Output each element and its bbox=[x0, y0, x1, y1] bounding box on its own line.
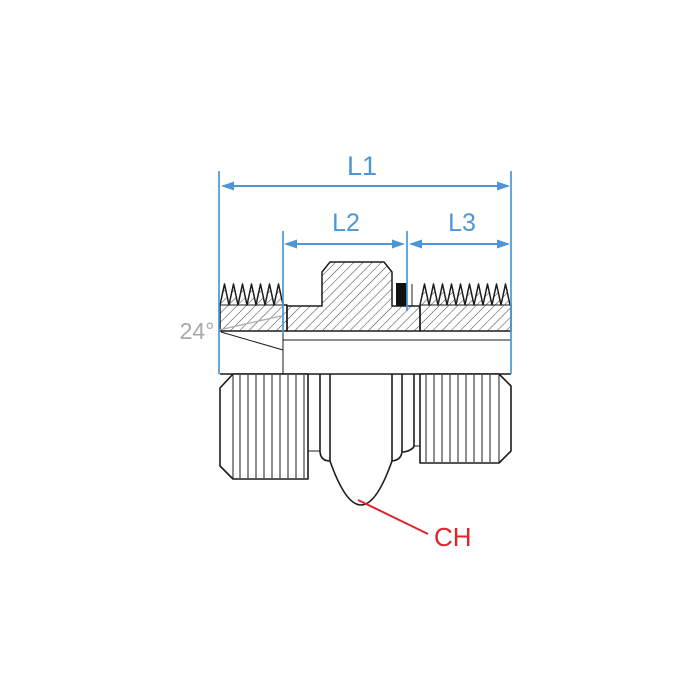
extension-lines bbox=[218, 171, 512, 374]
thread-section-left bbox=[219, 283, 288, 332]
arrow-l1-left bbox=[221, 181, 234, 191]
dimension-l2: L2 bbox=[284, 209, 405, 249]
dimension-l1: L1 bbox=[221, 151, 510, 191]
wrench-size-label: CH bbox=[434, 522, 472, 552]
fitting-body bbox=[219, 261, 512, 506]
washer-bottom bbox=[401, 446, 415, 453]
wrench-size-leader-line bbox=[357, 499, 429, 535]
cone-seat-line bbox=[220, 331, 284, 351]
seal-ring bbox=[396, 283, 407, 306]
thread-lines-left bbox=[239, 375, 305, 478]
thread-section-right bbox=[419, 283, 512, 332]
dimension-label-l2: L2 bbox=[332, 209, 360, 237]
cone-angle-annotation: 24° bbox=[180, 315, 282, 344]
hex-left-edge bbox=[319, 374, 331, 462]
arrow-l2-right bbox=[392, 239, 405, 249]
wrench-size-annotation: CH bbox=[357, 499, 472, 552]
dimension-label-l1: L1 bbox=[347, 151, 377, 181]
arrow-l3-right bbox=[497, 239, 510, 249]
hex-center-arc bbox=[329, 460, 393, 506]
arrow-l2-left bbox=[284, 239, 297, 249]
thread-lines-right bbox=[425, 375, 491, 462]
dimension-label-l3: L3 bbox=[448, 209, 476, 237]
upper-section-half bbox=[219, 261, 512, 374]
cone-angle-label: 24° bbox=[180, 318, 215, 344]
arrow-l3-left bbox=[409, 239, 422, 249]
lower-external-half bbox=[219, 373, 512, 506]
arrow-l1-right bbox=[497, 181, 510, 191]
hex-right-corner bbox=[391, 451, 403, 462]
dimension-l3: L3 bbox=[409, 209, 510, 249]
cone-angle-leader-line bbox=[218, 315, 282, 331]
